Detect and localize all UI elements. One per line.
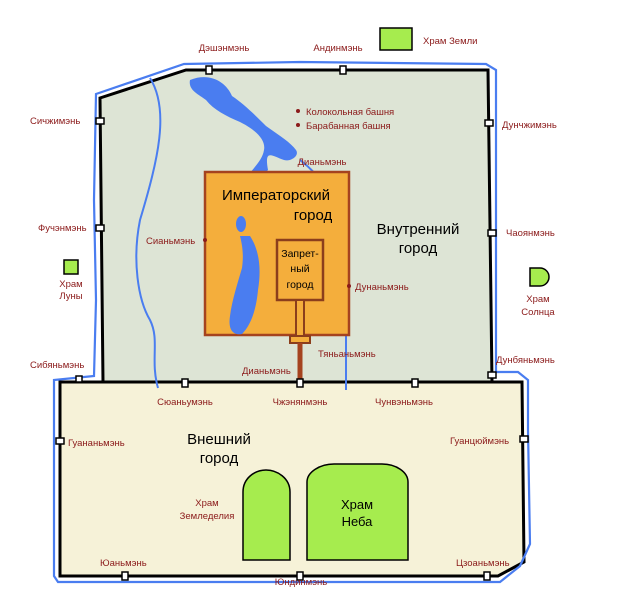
drum-tower-label: Барабанная башня bbox=[306, 121, 391, 132]
lakes-over-imperial bbox=[229, 236, 260, 335]
gate-zhengyangmen-label: Чжэнянмэнь bbox=[273, 397, 328, 408]
temple-agriculture-shape bbox=[242, 469, 291, 561]
outer-city-label-2: город bbox=[200, 450, 239, 467]
imperial-way bbox=[295, 299, 305, 337]
forbidden-city-label-3: город bbox=[286, 279, 313, 291]
temple-agriculture-label-1: Храм bbox=[195, 498, 218, 509]
gate-chongwenmen-label: Чунвэньмэнь bbox=[375, 397, 433, 408]
gate-donganmen-label: Дунаньмэнь bbox=[355, 282, 409, 293]
moat-inner bbox=[52, 60, 532, 584]
temple-heaven-label-2: Неба bbox=[342, 514, 374, 529]
gate-tiananmen-label: Тяньаньмэнь bbox=[318, 349, 376, 360]
gate-yongdingmen-label: Юндинмэнь bbox=[275, 577, 328, 588]
gate-andingmen-label: Андинмэнь bbox=[313, 43, 362, 54]
gate-xibianmen-label: Сибяньмэнь bbox=[30, 360, 84, 371]
gate-chaoyangmen-label: Чаоянмэнь bbox=[506, 228, 555, 239]
imperial-city-label-2: город bbox=[294, 207, 333, 224]
lake-small bbox=[236, 216, 246, 232]
forbidden-city-label-2: ный bbox=[290, 263, 309, 275]
temple-earth-shape bbox=[379, 27, 413, 51]
landmark-markers bbox=[203, 109, 351, 288]
temple-moon-label-1: Храм bbox=[59, 279, 82, 290]
temple-moon-shape bbox=[63, 259, 79, 275]
temple-sun-label-2: Солнца bbox=[521, 307, 555, 318]
gate-markers bbox=[55, 65, 529, 581]
gate-guanganmen-label: Гуананьмэнь bbox=[68, 438, 125, 449]
temple-moon-label-2: Луны bbox=[59, 291, 82, 302]
gate-xianmen-label: Сианьмэнь bbox=[146, 236, 195, 247]
temple-earth-label: Храм Земли bbox=[423, 36, 477, 47]
river-west-channel bbox=[135, 77, 162, 389]
gate-xuanwumen-label: Сюаньумэнь bbox=[157, 397, 213, 408]
temple-heaven-label-1: Храм bbox=[341, 497, 373, 512]
gate-dianmen-south-label: Дианьмэнь bbox=[242, 366, 291, 377]
temple-agriculture-label-2: Земледелия bbox=[180, 511, 235, 522]
temple-sun-label-1: Храм bbox=[526, 294, 549, 305]
tiananmen-square bbox=[289, 335, 311, 344]
gate-deshengmen-label: Дэшэнмэнь bbox=[199, 43, 250, 54]
outer-city-area bbox=[58, 380, 526, 578]
forbidden-city-label-1: Запрет- bbox=[281, 248, 319, 260]
inner-city-label-1: Внутренний bbox=[377, 221, 460, 238]
inner-city-label-2: город bbox=[399, 240, 438, 257]
gate-guangqumen-label: Гуанцюймэнь bbox=[450, 436, 509, 447]
gate-dongzhimen-label: Дунчжимэнь bbox=[502, 120, 557, 131]
gate-zuoanmen-label: Цзоаньмэнь bbox=[456, 558, 510, 569]
temple-sun-shape bbox=[529, 267, 550, 287]
bell-tower-label: Колокольная башня bbox=[306, 107, 394, 118]
imperial-city-label-1: Императорский bbox=[222, 187, 330, 204]
gate-dongbianmen-label: Дунбяньмэнь bbox=[496, 355, 555, 366]
forbidden-city-area bbox=[275, 238, 325, 302]
gate-youanmen-label: Юаньмэнь bbox=[100, 558, 147, 569]
gate-dianmen-north-label: Дианьмэнь bbox=[298, 157, 347, 168]
outer-city-label-1: Внешний bbox=[187, 431, 251, 448]
gate-xizhimen-label: Сичжимэнь bbox=[30, 116, 80, 127]
gate-fuchengmen-label: Фучэнмэнь bbox=[38, 223, 87, 234]
temple-heaven-shape bbox=[306, 463, 409, 561]
